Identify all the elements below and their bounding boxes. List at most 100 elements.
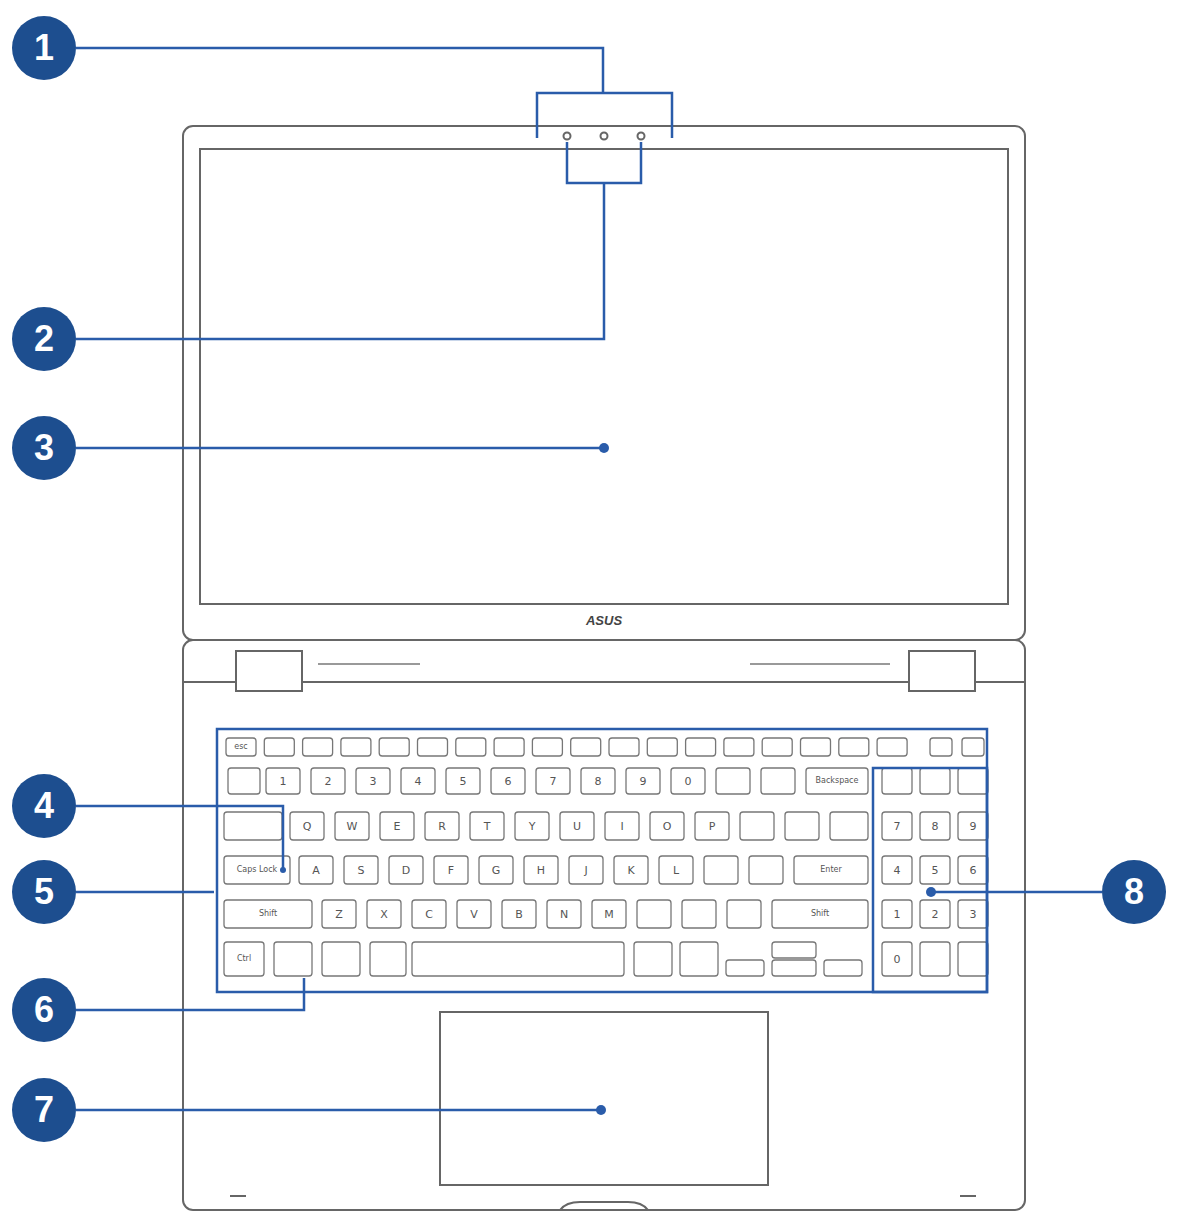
- key: [882, 856, 912, 884]
- key-legend: V: [470, 909, 478, 920]
- key-legend: 0: [894, 954, 901, 965]
- key: [515, 812, 549, 840]
- key-legend: 7: [550, 776, 557, 787]
- key: [290, 812, 324, 840]
- brand-logo: ASUS: [586, 614, 622, 627]
- callout-text: 4: [34, 788, 54, 824]
- key: [958, 768, 988, 794]
- key: [920, 856, 950, 884]
- key: [299, 856, 333, 884]
- key: [370, 942, 406, 976]
- key: [761, 768, 795, 794]
- key-legend: 2: [932, 909, 939, 920]
- leader-dot: [596, 1105, 606, 1115]
- key-legend: A: [312, 865, 320, 876]
- key: [494, 738, 524, 756]
- key: [958, 812, 988, 840]
- key: [686, 738, 716, 756]
- key: [877, 738, 907, 756]
- camera: [601, 133, 608, 140]
- callout-number: 6: [12, 978, 76, 1042]
- key: [592, 900, 626, 928]
- key: [344, 856, 378, 884]
- vent: [750, 663, 890, 665]
- key: [356, 768, 390, 794]
- key: [224, 942, 264, 976]
- key: [425, 812, 459, 840]
- key: [226, 738, 256, 756]
- leader-dot: [280, 867, 286, 873]
- key: [634, 942, 672, 976]
- key: [434, 856, 468, 884]
- key: [724, 738, 754, 756]
- callout-number: 2: [12, 307, 76, 371]
- key-legend: Backspace: [816, 777, 859, 785]
- key: [491, 768, 525, 794]
- key: [224, 900, 312, 928]
- key: [958, 942, 988, 976]
- key-legend: esc: [234, 743, 248, 751]
- key: [412, 900, 446, 928]
- bracket: [537, 93, 672, 138]
- key: [581, 768, 615, 794]
- key-legend: 9: [970, 821, 977, 832]
- lid-notch: [560, 1202, 648, 1210]
- key: [704, 856, 738, 884]
- key: [547, 900, 581, 928]
- callout-text: 1: [34, 30, 54, 66]
- key: [303, 738, 333, 756]
- key-legend: 9: [640, 776, 647, 787]
- key-legend: 1: [280, 776, 287, 787]
- key-legend: Shift: [259, 910, 277, 918]
- key: [456, 738, 486, 756]
- base: [183, 640, 1025, 1210]
- key: [740, 812, 774, 840]
- key: [389, 856, 423, 884]
- key: [228, 768, 260, 794]
- callout-number: 1: [12, 16, 76, 80]
- key: [727, 900, 761, 928]
- key: [457, 900, 491, 928]
- key-legend: C: [425, 909, 433, 920]
- leader-line: [76, 1109, 601, 1112]
- key: [962, 738, 984, 756]
- leader-line: [76, 447, 604, 450]
- leader-line: [76, 978, 304, 1010]
- key: [524, 856, 558, 884]
- hinge: [236, 651, 302, 691]
- key: [379, 738, 409, 756]
- foot: [230, 1195, 246, 1197]
- key-legend: G: [492, 865, 501, 876]
- key: [311, 768, 345, 794]
- key: [446, 768, 480, 794]
- key: [412, 942, 624, 976]
- keyboard-outline: [217, 729, 987, 992]
- key: [958, 900, 988, 928]
- key: [772, 900, 868, 928]
- microphone: [638, 133, 645, 140]
- key: [560, 812, 594, 840]
- key-legend: 4: [894, 865, 901, 876]
- key-legend: 7: [894, 821, 901, 832]
- numpad-outline: [873, 768, 987, 992]
- key: [830, 812, 868, 840]
- key-legend: W: [347, 821, 358, 832]
- key-legend: Z: [335, 909, 343, 920]
- key: [571, 738, 601, 756]
- key: [401, 768, 435, 794]
- key-legend: 4: [415, 776, 422, 787]
- key: [502, 900, 536, 928]
- key-legend: 3: [970, 909, 977, 920]
- key: [794, 856, 868, 884]
- key-legend: 3: [370, 776, 377, 787]
- callout-text: 5: [34, 874, 54, 910]
- key: [716, 768, 750, 794]
- microphone: [564, 133, 571, 140]
- key: [367, 900, 401, 928]
- key-legend: Caps Lock: [237, 866, 278, 874]
- key-legend: B: [515, 909, 523, 920]
- key: [762, 738, 792, 756]
- key: [839, 738, 869, 756]
- key: [785, 812, 819, 840]
- key: [682, 900, 716, 928]
